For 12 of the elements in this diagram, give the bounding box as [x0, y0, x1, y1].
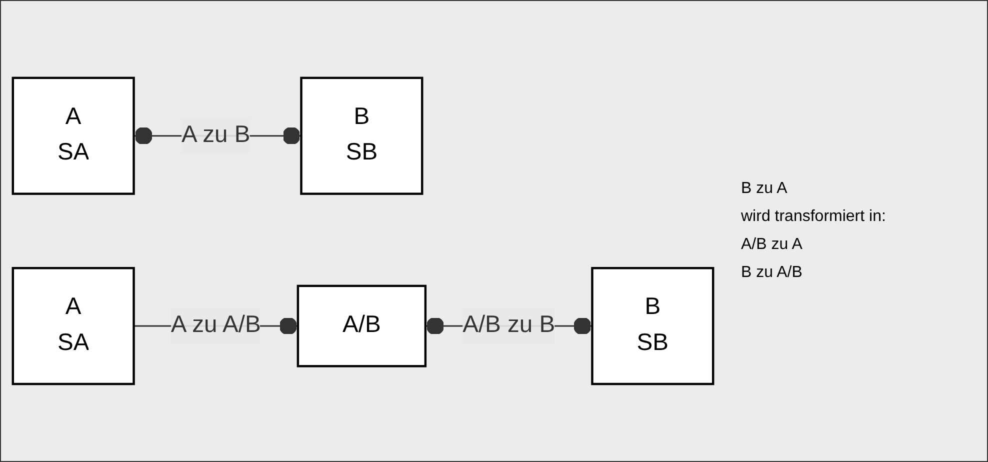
- node-box: A/B: [296, 284, 427, 368]
- node-box: A SA: [12, 267, 135, 386]
- edge-label: A zu B: [181, 122, 250, 148]
- role-label: wird transformiert in:: [741, 208, 887, 226]
- node-box: A SA: [12, 76, 135, 195]
- role-label: B zu A/B: [741, 264, 804, 282]
- node-box: B SB: [300, 76, 424, 195]
- edge-label: A zu A/B: [170, 312, 261, 338]
- role-label: B zu A: [741, 180, 788, 198]
- node-box: B SB: [591, 267, 714, 386]
- role-label: A/B zu A: [741, 236, 804, 254]
- edge-label: A/B zu B: [462, 312, 556, 338]
